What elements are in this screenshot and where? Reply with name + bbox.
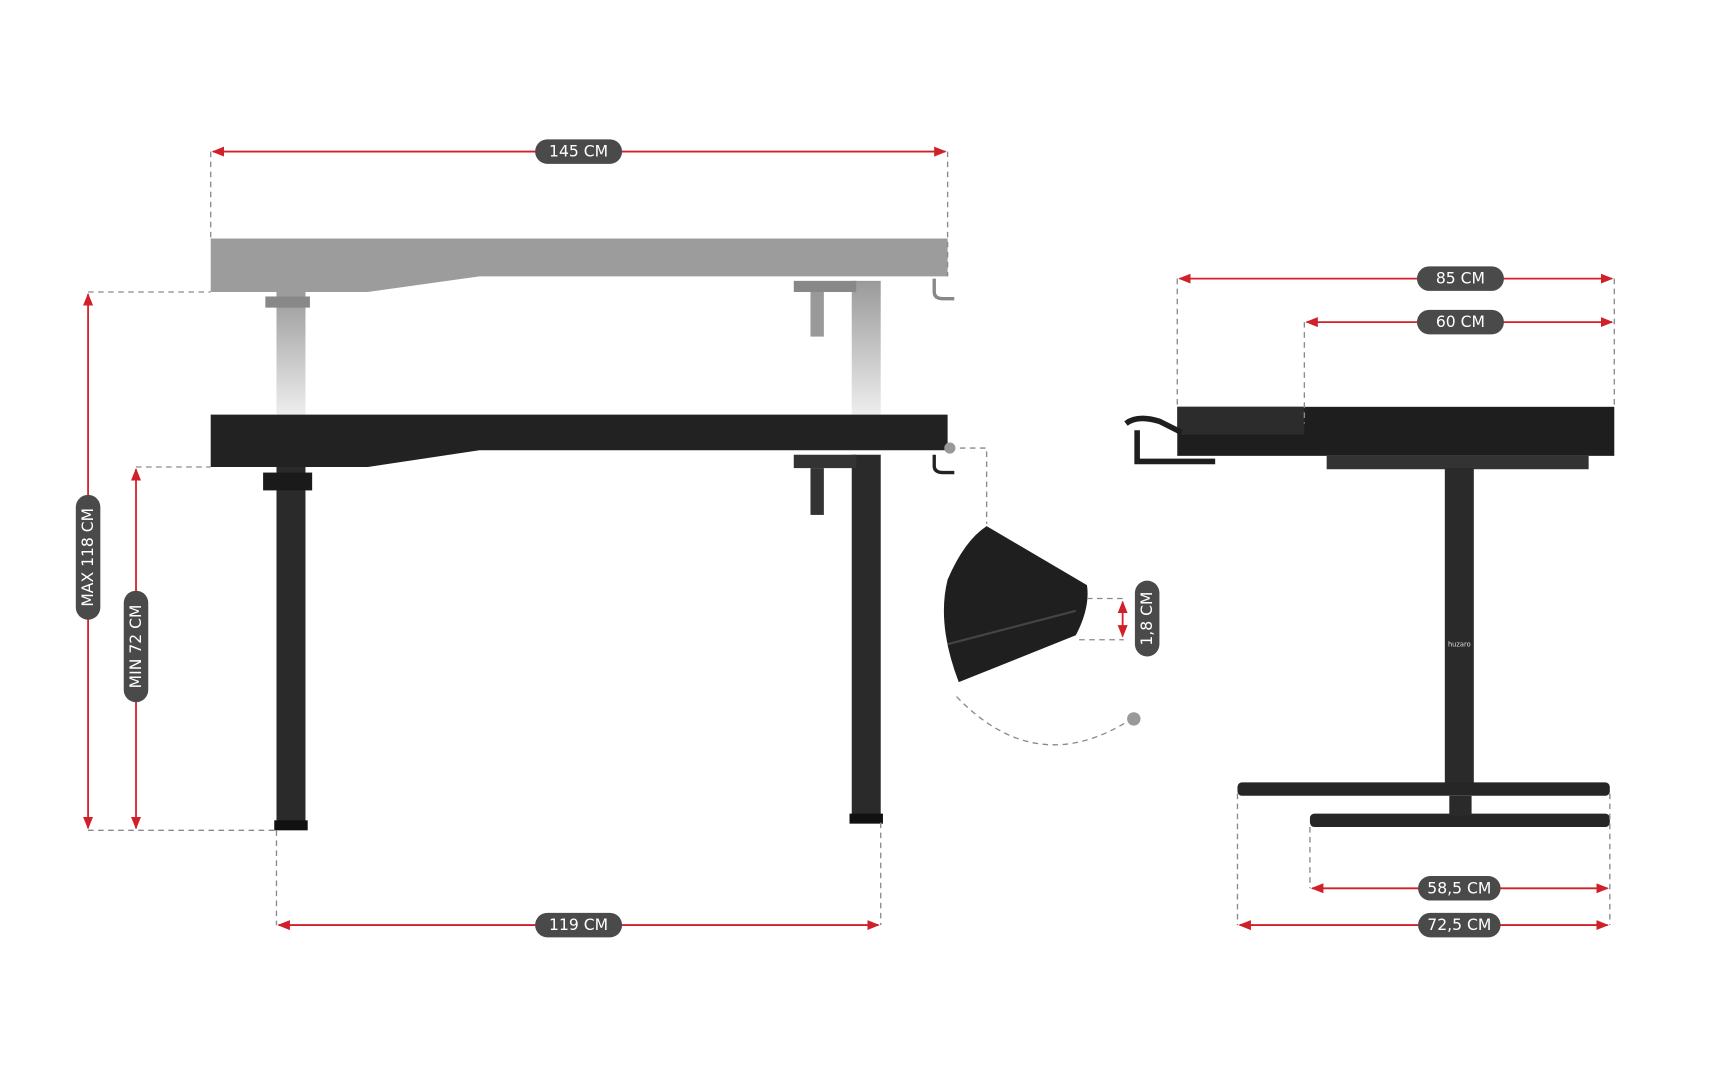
label-60: 60 CM [1416,309,1504,335]
dimension-labels: 145 CM 119 CM 85 CM 60 CM 58,5 CM 72,5 C… [75,139,1504,938]
raised-desk-front [210,238,955,415]
svg-text:1,8 CM: 1,8 CM [1138,592,1156,646]
label-145: 145 CM [535,139,623,164]
svg-text:MIN 72 CM: MIN 72 CM [127,605,145,689]
svg-text:85 CM: 85 CM [1436,270,1485,288]
label-72-5: 72,5 CM [1418,912,1501,938]
label-85: 85 CM [1416,266,1504,291]
edge-thickness-detail [943,442,1141,746]
label-max-height: MAX 118 CM [75,494,101,620]
label-thickness: 1,8 CM [1134,580,1160,657]
svg-text:58,5 CM: 58,5 CM [1427,879,1491,897]
label-58-5: 58,5 CM [1418,876,1501,901]
svg-text:MAX 118 CM: MAX 118 CM [79,508,97,607]
label-min-height: MIN 72 CM [123,590,149,703]
desk-side-view: huzaro [1124,406,1615,827]
svg-text:119 CM: 119 CM [549,916,608,934]
desk-front-view [210,414,955,831]
brand-logo: huzaro [1448,640,1471,648]
svg-text:60 CM: 60 CM [1436,313,1485,331]
svg-text:72,5 CM: 72,5 CM [1427,916,1491,934]
svg-text:145 CM: 145 CM [549,143,608,161]
label-119: 119 CM [535,912,623,938]
